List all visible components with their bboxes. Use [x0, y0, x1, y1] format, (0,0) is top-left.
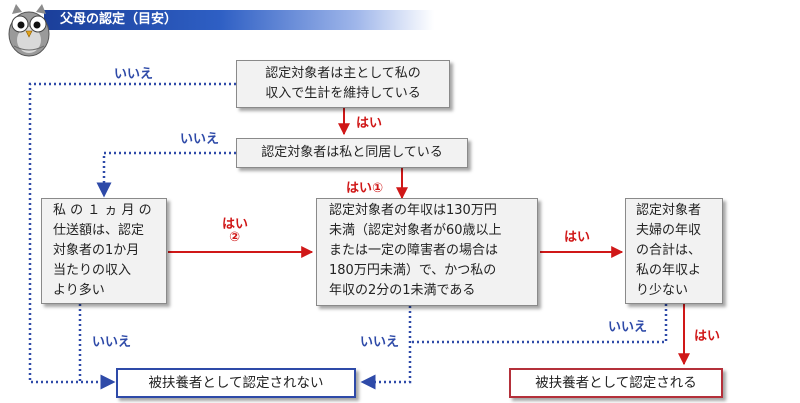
- decision-cohabitation: 認定対象者は私と同居している: [236, 138, 468, 168]
- decision-text: の合計は、: [636, 243, 702, 258]
- result-text: 被扶養者として認定されない: [148, 375, 324, 391]
- decision-text: 対象者の1か月: [53, 243, 140, 258]
- decision-text: 当たりの収入: [53, 263, 132, 278]
- decision-text: 私の年収よ: [636, 263, 702, 278]
- decision-annual-income: 認定対象者の年収は130万円 未満（認定対象者が60歳以上 または一定の障害者の…: [316, 198, 538, 306]
- label-q2-yes: はい①: [346, 181, 384, 196]
- decision-text: 未満（認定対象者が60歳以上: [329, 223, 502, 238]
- decision-text: 認定対象者: [636, 203, 702, 218]
- connector-q4-no: [360, 306, 412, 390]
- label-q5-no: いいえ: [608, 320, 648, 335]
- header-band: [44, 10, 434, 30]
- decision-text: 認定対象者は主として私の: [265, 66, 421, 81]
- label-q2-no: いいえ: [180, 132, 220, 147]
- label-q1-no: いいえ: [114, 67, 154, 82]
- decision-remittance: 私 の １ ヵ 月 の 仕送額は、認定 対象者の1か月 当たりの収入 より多い: [41, 198, 167, 304]
- label-q5-yes: はい: [694, 329, 721, 344]
- result-recognized: 被扶養者として認定される: [509, 368, 723, 398]
- decision-couple-income: 認定対象者 夫婦の年収 の合計は、 私の年収よ り少ない: [625, 198, 723, 304]
- decision-text: 180万円未満）で、かつ私の: [329, 263, 497, 278]
- decision-text: 認定対象者の年収は130万円: [329, 203, 497, 218]
- label-q3-no: いいえ: [92, 335, 132, 350]
- decision-text: より多い: [53, 283, 105, 298]
- result-text: 被扶養者として認定される: [535, 375, 697, 391]
- decision-text: り少ない: [636, 283, 689, 298]
- decision-text: 夫婦の年収: [636, 223, 702, 238]
- connector-q1-no: [28, 82, 236, 390]
- decision-text: 私 の １ ヵ 月 の: [53, 203, 152, 218]
- label-q3-yes: はい: [222, 217, 249, 232]
- label-q4-no: いいえ: [360, 335, 400, 350]
- connector-q2-no: [96, 151, 236, 198]
- decision-text: 仕送額は、認定: [53, 223, 145, 238]
- owl-mascot-icon: [8, 4, 50, 57]
- decision-text: 収入で生計を維持している: [265, 86, 421, 101]
- result-not-recognized: 被扶養者として認定されない: [116, 368, 356, 398]
- decision-text: 認定対象者は私と同居している: [261, 145, 443, 160]
- decision-text: または一定の障害者の場合は: [329, 243, 499, 258]
- decision-main-support: 認定対象者は主として私の 収入で生計を維持している: [236, 60, 450, 108]
- page-title: 父母の認定（目安）: [60, 12, 178, 27]
- decision-text: 年収の2分の1未満である: [329, 283, 476, 298]
- label-q3-yes-number: ②: [229, 230, 241, 245]
- label-q4-yes: はい: [564, 230, 591, 245]
- label-q1-yes: はい: [356, 116, 383, 131]
